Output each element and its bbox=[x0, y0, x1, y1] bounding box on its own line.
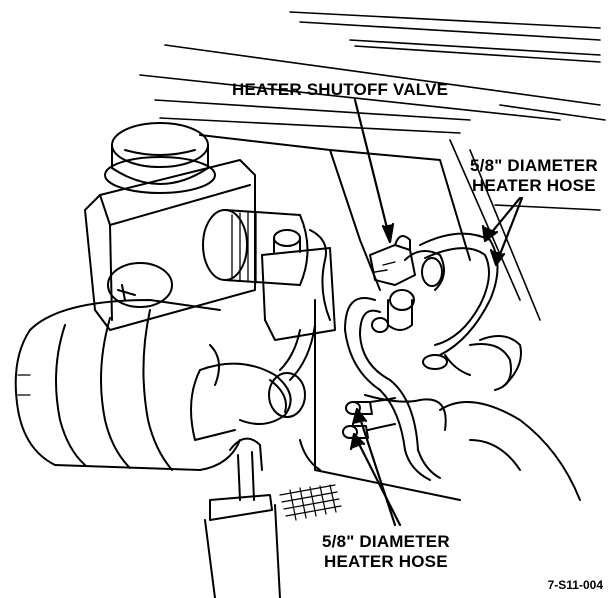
heater-shutoff-valve-drawing bbox=[369, 235, 445, 333]
support-bracket bbox=[204, 437, 281, 598]
air-intake-duct bbox=[190, 344, 306, 441]
upper-hose-label-line1: 5/8" DIAMETER bbox=[470, 156, 598, 175]
air-cleaner-housing bbox=[14, 262, 241, 471]
mesh-screen bbox=[279, 484, 342, 521]
lower-hose-label-line2: HEATER HOSE bbox=[324, 552, 448, 571]
hose-fittings bbox=[342, 397, 396, 439]
inner-fender bbox=[299, 299, 581, 501]
upper-heater-hose-label: 5/8" DIAMETER HEATER HOSE bbox=[470, 156, 598, 196]
washer-bottle bbox=[261, 229, 336, 341]
firewall-edge bbox=[199, 134, 381, 291]
upper-heater-hoses bbox=[419, 232, 522, 391]
lower-hose-leaders bbox=[349, 407, 402, 527]
lower-hose-label-line1: 5/8" DIAMETER bbox=[322, 532, 450, 551]
lower-heater-hose-label: 5/8" DIAMETER HEATER HOSE bbox=[322, 532, 450, 572]
lower-heater-hoses bbox=[344, 297, 447, 481]
firewall-lower-edge bbox=[329, 149, 471, 261]
reservoir-tank bbox=[84, 159, 256, 331]
heater-shutoff-valve-label: HEATER SHUTOFF VALVE bbox=[232, 80, 449, 99]
reservoir-cap bbox=[104, 122, 216, 194]
shutoff-valve-leader bbox=[353, 98, 395, 244]
figure-id: 7-S11-004 bbox=[547, 578, 603, 592]
upper-hose-label-line2: HEATER HOSE bbox=[472, 176, 596, 195]
upper-hose-leaders bbox=[481, 196, 524, 267]
